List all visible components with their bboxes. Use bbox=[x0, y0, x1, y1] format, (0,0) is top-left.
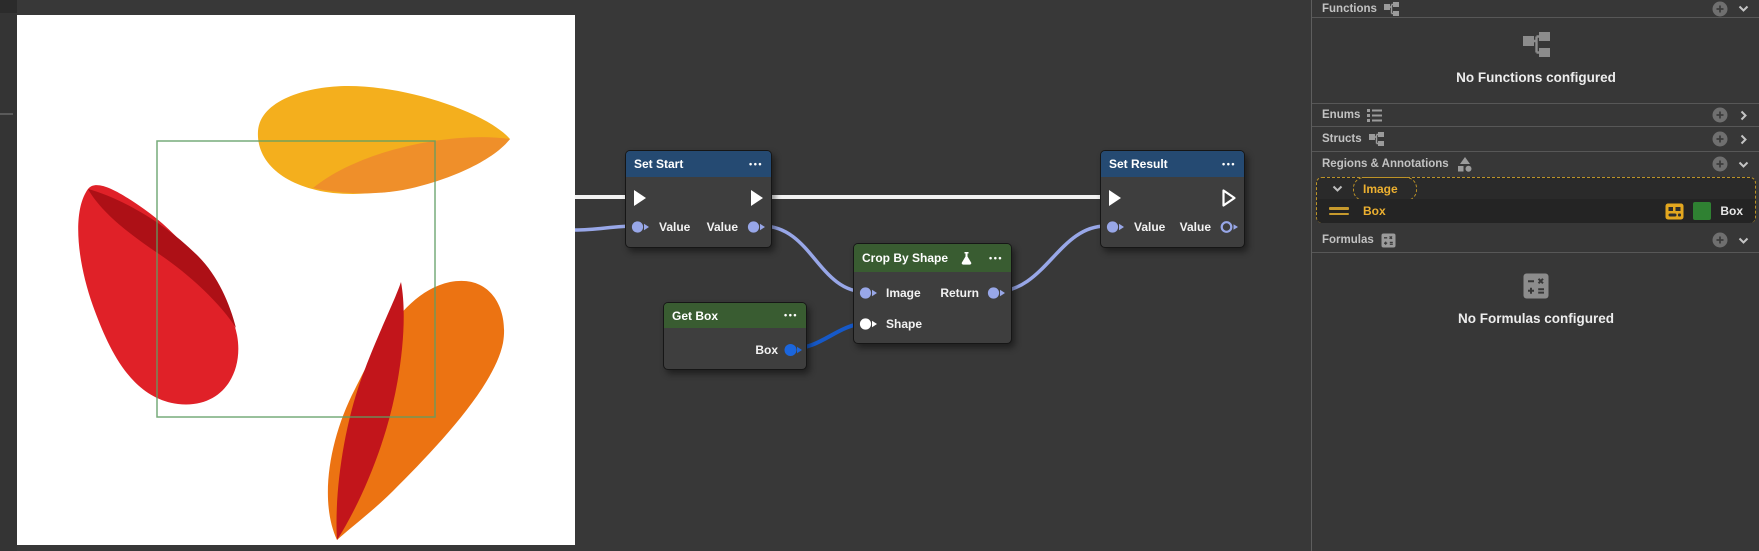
divider bbox=[1312, 103, 1759, 104]
red-shape bbox=[78, 185, 239, 405]
output-label: Value bbox=[706, 220, 738, 234]
value-in-port[interactable] bbox=[631, 220, 650, 234]
node-get-box[interactable]: Get Box ••• Box bbox=[663, 302, 807, 370]
input-label: Value bbox=[1134, 220, 1166, 234]
node-title: Set Start bbox=[634, 157, 684, 171]
add-function-button[interactable] bbox=[1712, 1, 1728, 17]
annotation-row-box[interactable]: Box Box bbox=[1317, 199, 1755, 223]
node-menu-button[interactable]: ••• bbox=[1222, 158, 1236, 169]
chevron-right-icon[interactable] bbox=[1737, 133, 1750, 146]
node-set-result[interactable]: Set Result ••• Value Value bbox=[1100, 150, 1245, 248]
node-crop-by-shape[interactable]: Crop By Shape ••• Image Return Shape bbox=[853, 243, 1012, 344]
add-struct-button[interactable] bbox=[1712, 131, 1728, 147]
node-crop-by-shape-header[interactable]: Crop By Shape ••• bbox=[854, 244, 1011, 272]
yellow-shape bbox=[257, 86, 510, 194]
add-formula-button[interactable] bbox=[1712, 232, 1728, 248]
node-title: Get Box bbox=[672, 308, 719, 323]
divider bbox=[1312, 17, 1759, 18]
value-wire-crop bbox=[761, 224, 867, 294]
output-label: Value bbox=[1179, 220, 1211, 234]
tree-icon bbox=[1383, 1, 1399, 16]
preview-image bbox=[78, 86, 510, 540]
shapes-icon bbox=[1457, 156, 1472, 172]
region-name: Image bbox=[1363, 181, 1398, 196]
left-divider bbox=[0, 113, 13, 115]
value-in-port[interactable] bbox=[1106, 220, 1125, 234]
region-group-image[interactable]: Image Box Box bbox=[1316, 177, 1756, 223]
region-box-overlay[interactable] bbox=[156, 140, 436, 418]
chevron-down-icon[interactable] bbox=[1737, 234, 1750, 247]
node-set-start-header[interactable]: Set Start ••• bbox=[626, 151, 771, 177]
exec-in-port[interactable] bbox=[632, 188, 648, 208]
image-in-port[interactable] bbox=[859, 286, 878, 300]
box-annotation-icon[interactable] bbox=[1665, 203, 1684, 220]
exec-out-port-unconnected[interactable] bbox=[1221, 188, 1238, 208]
formulas-empty-state: No Formulas configured bbox=[1312, 273, 1759, 326]
annotation-type-label: Box bbox=[1720, 204, 1743, 218]
shape-in-port[interactable] bbox=[859, 317, 878, 331]
node-menu-button[interactable]: ••• bbox=[784, 310, 798, 320]
node-menu-button[interactable]: ••• bbox=[749, 158, 763, 169]
value-out-port-unconnected[interactable] bbox=[1220, 220, 1239, 234]
left-corner bbox=[0, 0, 17, 13]
node-set-result-header[interactable]: Set Result ••• bbox=[1101, 151, 1244, 177]
node-set-start[interactable]: Set Start ••• Value Value bbox=[625, 150, 772, 248]
output-label: Return bbox=[940, 286, 979, 300]
section-functions[interactable]: Functions bbox=[1312, 0, 1759, 17]
calculator-icon-large bbox=[1523, 273, 1549, 299]
functions-empty-state: No Functions configured bbox=[1312, 32, 1759, 85]
annotation-color-swatch[interactable] bbox=[1693, 202, 1712, 220]
exec-out-port[interactable] bbox=[749, 188, 765, 208]
add-region-button[interactable] bbox=[1712, 156, 1728, 172]
numbered-list-icon bbox=[1367, 108, 1383, 122]
node-title: Crop By Shape bbox=[862, 251, 949, 265]
output-label: Box bbox=[755, 343, 778, 357]
empty-message: No Formulas configured bbox=[1457, 311, 1614, 326]
section-formulas[interactable]: Formulas bbox=[1312, 228, 1759, 252]
section-label: Structs bbox=[1322, 133, 1362, 145]
section-label: Regions & Annotations bbox=[1322, 158, 1449, 170]
section-label: Enums bbox=[1322, 109, 1361, 121]
input-label: Shape bbox=[886, 317, 923, 331]
calculator-icon bbox=[1381, 233, 1396, 247]
flask-icon bbox=[961, 251, 972, 265]
annotation-name: Box bbox=[1363, 204, 1386, 218]
input-label: Value bbox=[659, 220, 691, 234]
chevron-down-icon[interactable] bbox=[1737, 158, 1750, 171]
add-enum-button[interactable] bbox=[1712, 107, 1728, 123]
image-preview[interactable] bbox=[17, 15, 575, 545]
node-menu-button[interactable]: ••• bbox=[989, 252, 1003, 263]
section-regions-annotations[interactable]: Regions & Annotations bbox=[1312, 152, 1759, 176]
box-out-port[interactable] bbox=[784, 343, 803, 357]
divider bbox=[1312, 151, 1759, 152]
tree-icon bbox=[1368, 132, 1384, 146]
input-label: Image bbox=[886, 286, 921, 300]
drag-handle-icon[interactable] bbox=[1329, 204, 1349, 218]
sidebar-panel: Functions No Functions configured bbox=[1311, 0, 1759, 551]
section-label: Formulas bbox=[1322, 234, 1374, 246]
section-label: Functions bbox=[1322, 2, 1377, 15]
region-selection-outline bbox=[1353, 177, 1417, 201]
node-get-box-header[interactable]: Get Box ••• bbox=[664, 303, 806, 328]
node-title: Set Result bbox=[1109, 157, 1168, 171]
tree-icon-large bbox=[1522, 32, 1550, 57]
empty-message: No Functions configured bbox=[1456, 70, 1616, 85]
exec-in-port[interactable] bbox=[1107, 188, 1123, 208]
region-row-image[interactable]: Image bbox=[1317, 177, 1755, 201]
chevron-right-icon[interactable] bbox=[1737, 109, 1750, 122]
divider bbox=[1312, 252, 1759, 253]
divider bbox=[1312, 126, 1759, 127]
left-edge-strip bbox=[0, 0, 17, 551]
chevron-down-icon[interactable] bbox=[1737, 2, 1750, 15]
return-out-port[interactable] bbox=[987, 286, 1006, 300]
value-out-port[interactable] bbox=[747, 220, 766, 234]
section-structs[interactable]: Structs bbox=[1312, 127, 1759, 151]
chevron-down-icon[interactable] bbox=[1331, 182, 1344, 195]
section-enums[interactable]: Enums bbox=[1312, 104, 1759, 126]
orange-shape bbox=[327, 280, 505, 540]
